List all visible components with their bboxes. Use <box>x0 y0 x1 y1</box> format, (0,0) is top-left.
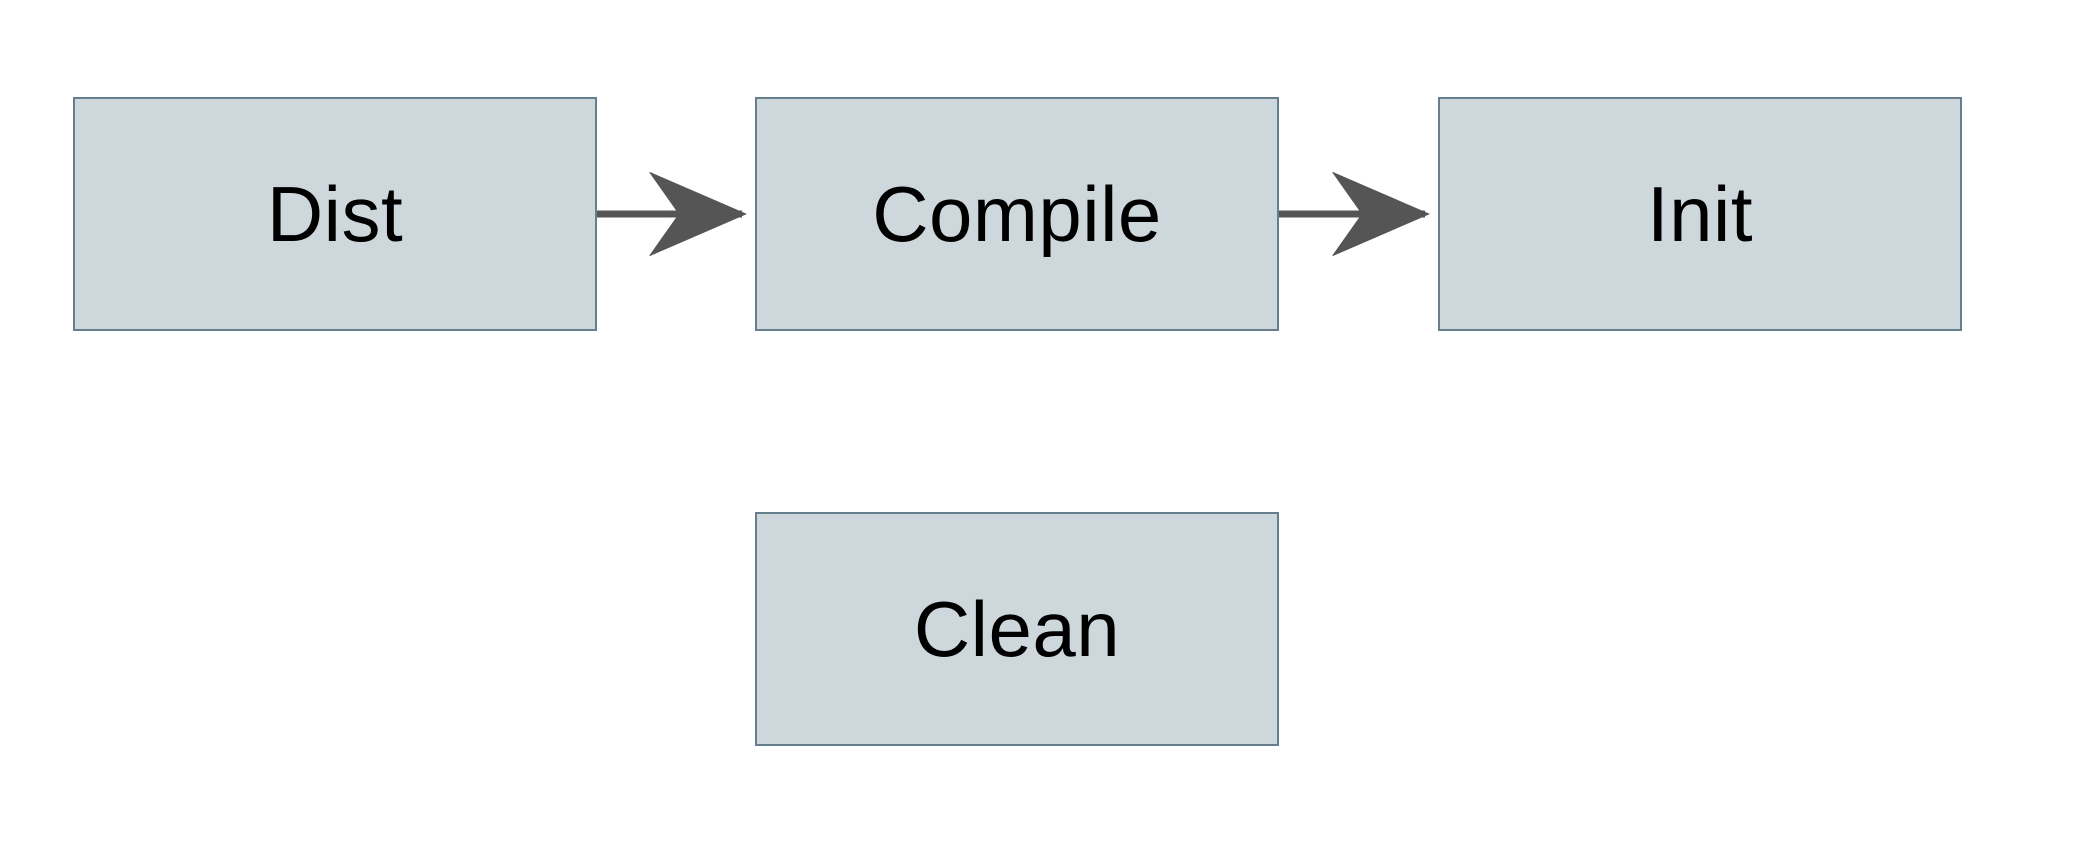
node-clean-label: Clean <box>913 585 1121 673</box>
node-dist-label: Dist <box>266 170 404 258</box>
node-clean[interactable]: Clean <box>755 512 1279 746</box>
edge-compile-to-init-handle[interactable] <box>1278 197 1439 231</box>
edge-dist-to-compile-handle[interactable] <box>596 197 756 231</box>
node-init-label: Init <box>1646 170 1754 258</box>
node-compile[interactable]: Compile <box>755 97 1279 331</box>
node-init[interactable]: Init <box>1438 97 1962 331</box>
node-dist[interactable]: Dist <box>73 97 597 331</box>
node-compile-label: Compile <box>872 170 1162 258</box>
